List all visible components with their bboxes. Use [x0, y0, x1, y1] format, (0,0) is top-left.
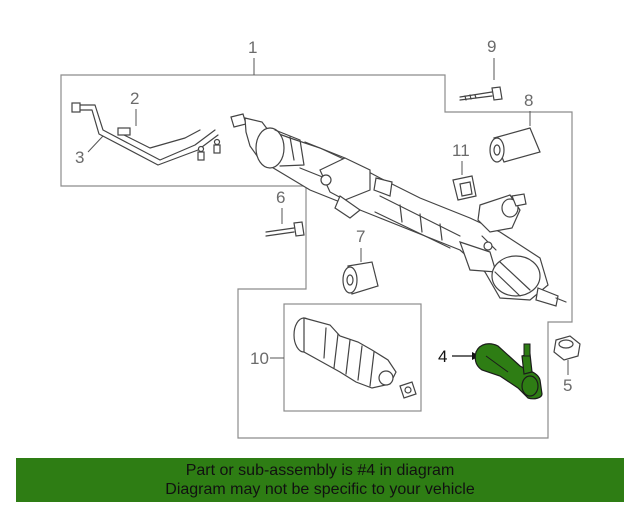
clamp-11-icon — [452, 175, 477, 201]
footer-line-1: Part or sub-assembly is #4 in diagram — [185, 462, 455, 479]
footer-line-2: Diagram may not be specific to your vehi… — [165, 481, 475, 498]
callout-1[interactable]: 1 — [248, 38, 257, 57]
callout-11[interactable]: 11 — [452, 141, 470, 160]
callout-8[interactable]: 8 — [524, 91, 533, 110]
nut-5-icon — [553, 335, 581, 361]
callout-5[interactable]: 5 — [563, 376, 572, 395]
steering-rack-icon — [230, 113, 567, 307]
boot-kit-10-icon — [293, 317, 417, 399]
tie-rod-end-4-icon[interactable] — [474, 343, 543, 400]
callout-3[interactable]: 3 — [75, 148, 84, 167]
callout-10[interactable]: 10 — [250, 349, 269, 368]
bolt-9-icon — [459, 86, 503, 101]
callout-6[interactable]: 6 — [276, 188, 285, 207]
bolt-6-icon — [265, 221, 305, 237]
callout-9[interactable]: 9 — [487, 37, 496, 56]
bushing-7-icon — [342, 261, 379, 295]
callout-2[interactable]: 2 — [130, 89, 139, 108]
leader-3 — [87, 135, 104, 153]
footer-banner: Part or sub-assembly is #4 in diagram Di… — [16, 458, 624, 502]
callout-7[interactable]: 7 — [356, 227, 365, 246]
bushing-8-icon — [489, 127, 541, 163]
hydraulic-lines-icon — [71, 102, 221, 166]
callout-4[interactable]: 4 — [438, 347, 447, 366]
